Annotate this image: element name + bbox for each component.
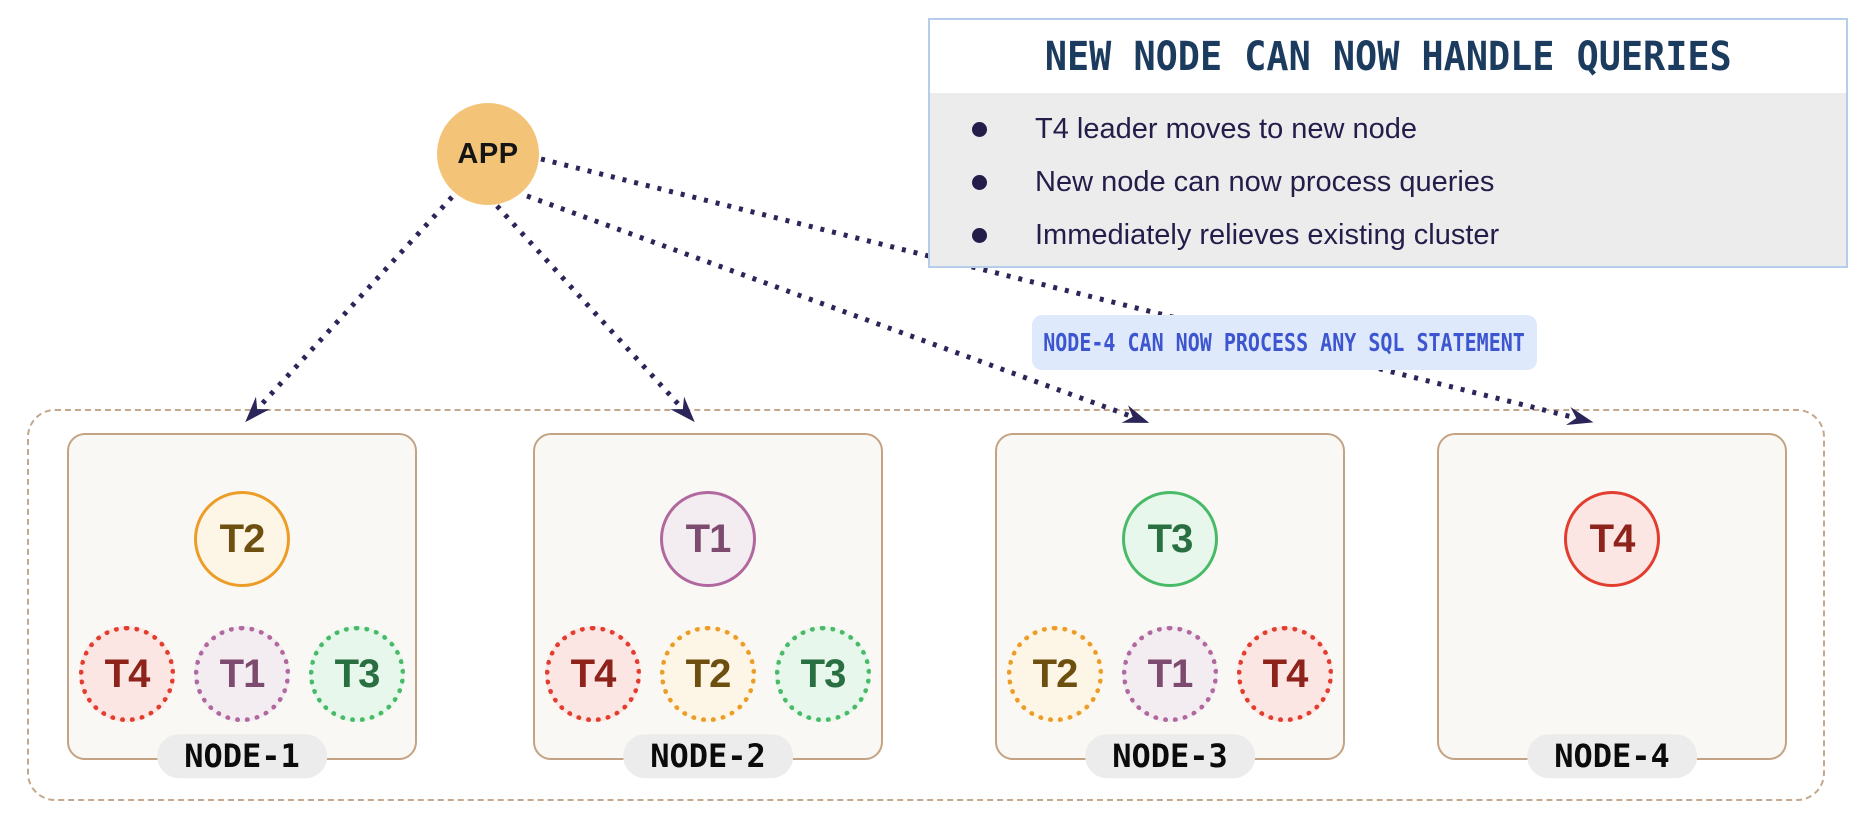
callout-node4-sql: NODE-4 CAN NOW PROCESS ANY SQL STATEMENT xyxy=(1032,315,1537,370)
bullet-item: Immediately relieves existing cluster xyxy=(930,209,1846,262)
tablet-follower: T1 xyxy=(1122,626,1218,722)
tablet-follower: T4 xyxy=(1237,626,1333,722)
node-box-node-1: T2 T4 T1 T3 NODE-1 xyxy=(67,433,417,779)
node-label: NODE-4 xyxy=(1527,734,1697,779)
tablet-follower: T2 xyxy=(660,626,756,722)
node-box-node-2: T1 T4 T2 T3 NODE-2 xyxy=(533,433,883,779)
tablet-leader: T3 xyxy=(1122,491,1218,587)
node-box-node-4: T4 NODE-4 xyxy=(1437,433,1787,779)
tablet-follower: T2 xyxy=(1007,626,1103,722)
tablet-follower: T4 xyxy=(79,626,175,722)
info-panel: NEW NODE CAN NOW HANDLE QUERIES T4 leade… xyxy=(928,18,1848,268)
tablet-leader: T2 xyxy=(194,491,290,587)
follower-row: T4 T2 T3 xyxy=(535,626,881,722)
node-label: NODE-3 xyxy=(1085,734,1255,779)
tablet-leader: T4 xyxy=(1564,491,1660,587)
tablet-follower: T1 xyxy=(194,626,290,722)
info-panel-body: T4 leader moves to new node New node can… xyxy=(930,93,1846,262)
app-node: APP xyxy=(437,103,539,205)
bullet-dot-icon xyxy=(972,122,987,137)
bullet-item: T4 leader moves to new node xyxy=(930,103,1846,156)
follower-row: T4 T1 T3 xyxy=(69,626,415,722)
node-label: NODE-2 xyxy=(623,734,793,779)
info-panel-title: NEW NODE CAN NOW HANDLE QUERIES xyxy=(1044,33,1732,80)
arrow-app-to-node-2 xyxy=(495,204,695,423)
follower-row: T2 T1 T4 xyxy=(997,626,1343,722)
tablet-follower: T3 xyxy=(309,626,405,722)
bullet-dot-icon xyxy=(972,175,987,190)
bullet-dot-icon xyxy=(972,228,987,243)
bullet-item: New node can now process queries xyxy=(930,156,1846,209)
node-box-node-3: T3 T2 T1 T4 NODE-3 xyxy=(995,433,1345,779)
info-panel-header: NEW NODE CAN NOW HANDLE QUERIES xyxy=(930,20,1846,93)
tablet-follower: T3 xyxy=(775,626,871,722)
tablet-leader: T1 xyxy=(660,491,756,587)
arrow-app-to-node-1 xyxy=(245,195,454,423)
node-label: NODE-1 xyxy=(157,734,327,779)
tablet-follower: T4 xyxy=(545,626,641,722)
